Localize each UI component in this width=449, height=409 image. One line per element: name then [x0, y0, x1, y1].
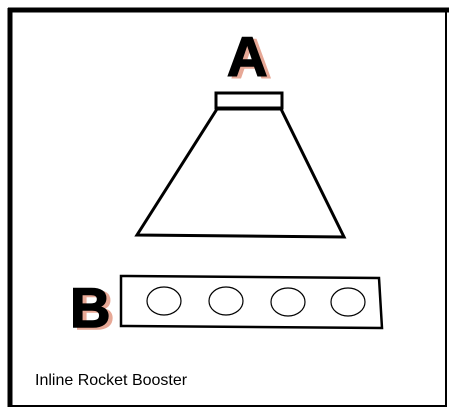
part-b-booster-rack — [119, 274, 384, 330]
booster-hole — [208, 286, 244, 316]
label-a-text: A — [227, 25, 267, 88]
diagram-caption: Inline Rocket Booster — [35, 372, 188, 389]
label-a-shadow: A — [231, 27, 271, 90]
label-b-text: B — [70, 276, 110, 339]
label-b: B B — [69, 275, 115, 342]
booster-hole — [330, 287, 366, 317]
label-a: A A — [226, 24, 272, 91]
nozzle-cap — [214, 91, 284, 110]
diagram-frame — [7, 7, 449, 407]
booster-hole — [146, 286, 182, 316]
part-a-nozzle — [134, 91, 347, 239]
nozzle-cone — [134, 107, 347, 239]
label-b-shadow: B — [74, 278, 114, 341]
booster-hole — [270, 287, 306, 317]
booster-rack-body — [119, 274, 384, 330]
